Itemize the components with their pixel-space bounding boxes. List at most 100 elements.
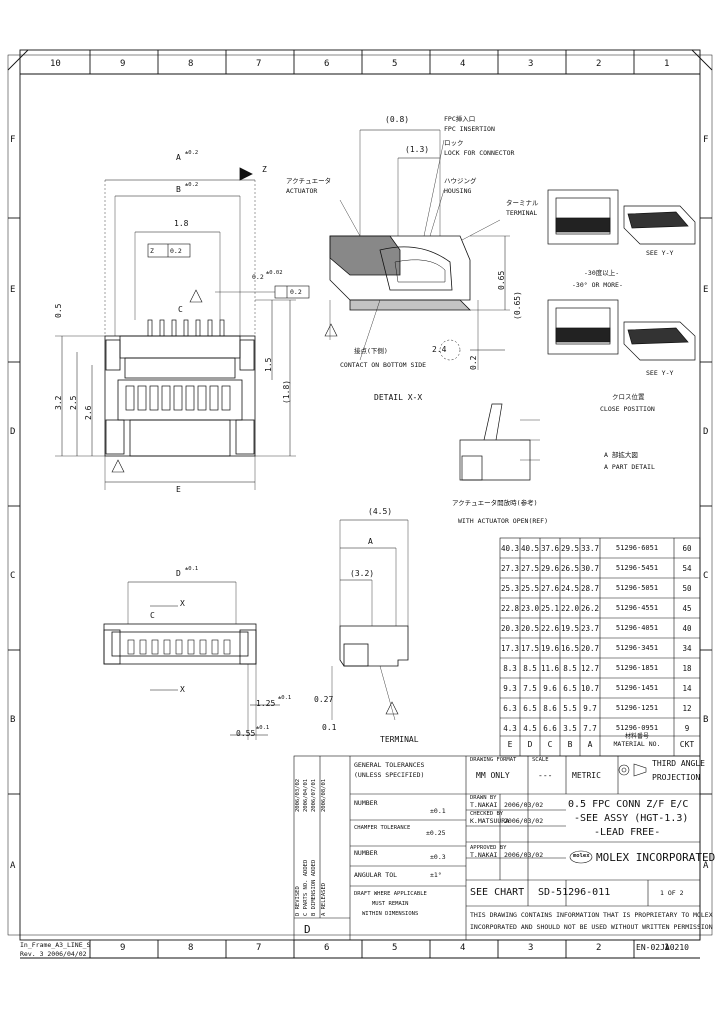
revision-date: 2006/07/01	[311, 778, 317, 812]
description-line-1: 0.5 FPC CONN Z/F E/C	[568, 799, 689, 810]
drawn-by-label: DRAWN BY	[470, 795, 497, 801]
table-cell: 23.7	[580, 624, 600, 633]
approved-by-name: T.NAKAI	[470, 851, 498, 859]
zone-label-top: 2	[596, 59, 602, 69]
table-cell-part-number: 51296-4051	[615, 624, 659, 632]
table-cell: 8.5	[523, 664, 537, 673]
revision-entry: D REVISED	[295, 886, 301, 916]
table-cell: 27.3	[500, 564, 520, 573]
table-cell: 26.2	[580, 604, 600, 613]
table-cell: 40	[682, 624, 692, 633]
table-cell: 11.6	[540, 664, 560, 673]
table-cell: 37.6	[540, 544, 560, 553]
units-value: METRIC	[572, 771, 601, 780]
third-angle-label: THIRD ANGLE	[652, 759, 705, 768]
dim-045: (4.5)	[368, 507, 393, 516]
table-cell: 25.5	[520, 584, 540, 593]
table-cell: 22.8	[500, 604, 520, 613]
table-cell: 17.3	[500, 644, 520, 653]
table-cell-part-number: 51296-6051	[615, 544, 659, 552]
tolerances-title: GENERAL TOLERANCES	[354, 761, 425, 769]
table-cell-part-number: 51296-5451	[615, 564, 659, 572]
actuator-open-jp: アクチュエータ開放時(参考)	[452, 499, 538, 507]
table-cell-part-number: 51296-1451	[615, 684, 659, 692]
close-jp: クロス位置	[612, 393, 645, 401]
parallel-tolerance: 0.2	[170, 247, 182, 255]
fpc-insertion-en: FPC INSERTION	[444, 125, 495, 133]
revision-date: 2006/04/01	[303, 778, 309, 812]
dim-c-front: C	[150, 611, 155, 620]
zone-label-bottom: 7	[256, 943, 262, 953]
table-cell: 9.3	[503, 684, 517, 693]
dim-25-vertical: 2.5	[69, 395, 78, 410]
scale-label: SCALE	[532, 757, 549, 763]
dim-32b: (3.2)	[350, 569, 375, 578]
dim-26-vertical: 2.6	[84, 405, 93, 420]
table-cell: 50	[682, 584, 692, 593]
table-cell: 28.7	[580, 584, 600, 593]
table-cell: 27.5	[520, 564, 540, 573]
table-cell: 23.0	[520, 604, 540, 613]
table-cell: 17.5	[520, 644, 540, 653]
approved-by-label: APPROVED BY	[470, 845, 507, 851]
contact-en: CONTACT ON BOTTOM SIDE	[340, 361, 427, 369]
zone-label-side: F	[703, 135, 709, 145]
series-value: SEE CHART	[470, 887, 525, 898]
table-cell: 45	[682, 604, 692, 613]
table-cell: 25.1	[540, 604, 560, 613]
table-header-cell: B	[567, 740, 573, 749]
dim-055: 0.55	[236, 729, 256, 738]
table-cell: 16.5	[560, 644, 580, 653]
flatness-box-value: 0.2	[290, 288, 302, 296]
dim-13: (1.3)	[405, 145, 430, 154]
dim-125: 1.25	[256, 699, 276, 708]
zone-label-side: A	[703, 861, 709, 871]
housing-jp: ハウジング	[444, 177, 477, 185]
zone-label-top: 5	[392, 59, 398, 69]
table-cell: 22.0	[560, 604, 580, 613]
zone-label-side: E	[10, 285, 16, 295]
table-cell: 54	[682, 564, 692, 573]
angular-tol-value: ±1°	[430, 871, 442, 879]
zone-label-side: A	[10, 861, 16, 871]
zone-label-top: 7	[256, 59, 262, 69]
dim-c-label: C	[178, 305, 183, 314]
table-cell-part-number: 51296-4551	[615, 604, 659, 612]
description-line-3: -LEAD FREE-	[594, 827, 661, 838]
revision-entry: B DIMENSION ADDED	[311, 859, 317, 916]
description-line-2: -SEE ASSY (HGT-1.3)	[574, 813, 689, 824]
fpc-insertion-jp: FPC挿入口	[444, 115, 476, 123]
zone-label-bottom: 6	[324, 943, 330, 953]
molex-logo: molex	[573, 853, 590, 859]
proprietary-line-1: THIS DRAWING CONTAINS INFORMATION THAT I…	[470, 911, 713, 919]
dim-a-side: A	[368, 537, 373, 546]
table-cell-part-number: 51296-5051	[615, 584, 659, 592]
table-cell: 20.3	[500, 624, 520, 633]
checked-by-label: CHECKED BY	[470, 811, 504, 817]
tolerances-subtitle: (UNLESS SPECIFIED)	[354, 771, 425, 779]
table-cell: 40.5	[520, 544, 540, 553]
zone-label-side: F	[10, 135, 16, 145]
zone-label-top: 8	[188, 59, 194, 69]
dim-d-label: D	[176, 569, 181, 578]
open-en: -30° OR MORE-	[572, 281, 623, 289]
table-cell: 20.5	[520, 624, 540, 633]
dim-a-label: A	[176, 153, 181, 162]
proprietary-line-2: INCORPORATED AND SHOULD NOT BE USED WITH…	[470, 923, 713, 931]
table-cell: 34	[682, 644, 692, 653]
a-detail-en: A PART DETAIL	[604, 463, 655, 471]
datum-z-label: Z	[262, 165, 267, 174]
revision-date: 2006/03/02	[295, 778, 301, 812]
dim-08: (0.8)	[385, 115, 410, 124]
dim-18b-vertical: (1.8)	[282, 379, 291, 404]
number-tol-value: ±0.1	[430, 807, 446, 815]
table-cell: 33.7	[580, 544, 600, 553]
drawing-format-label: DRAWING FORMAT	[470, 757, 517, 763]
revision-entry: C PARTS NO. ADDED	[303, 859, 309, 916]
drawn-by-date: 2006/03/02	[504, 801, 544, 809]
number2-tol-value: ±0.3	[430, 853, 446, 861]
ec-number: EN-02JA0210	[636, 943, 689, 952]
table-cell: 6.6	[543, 724, 557, 733]
zone-label-side: B	[10, 715, 16, 725]
